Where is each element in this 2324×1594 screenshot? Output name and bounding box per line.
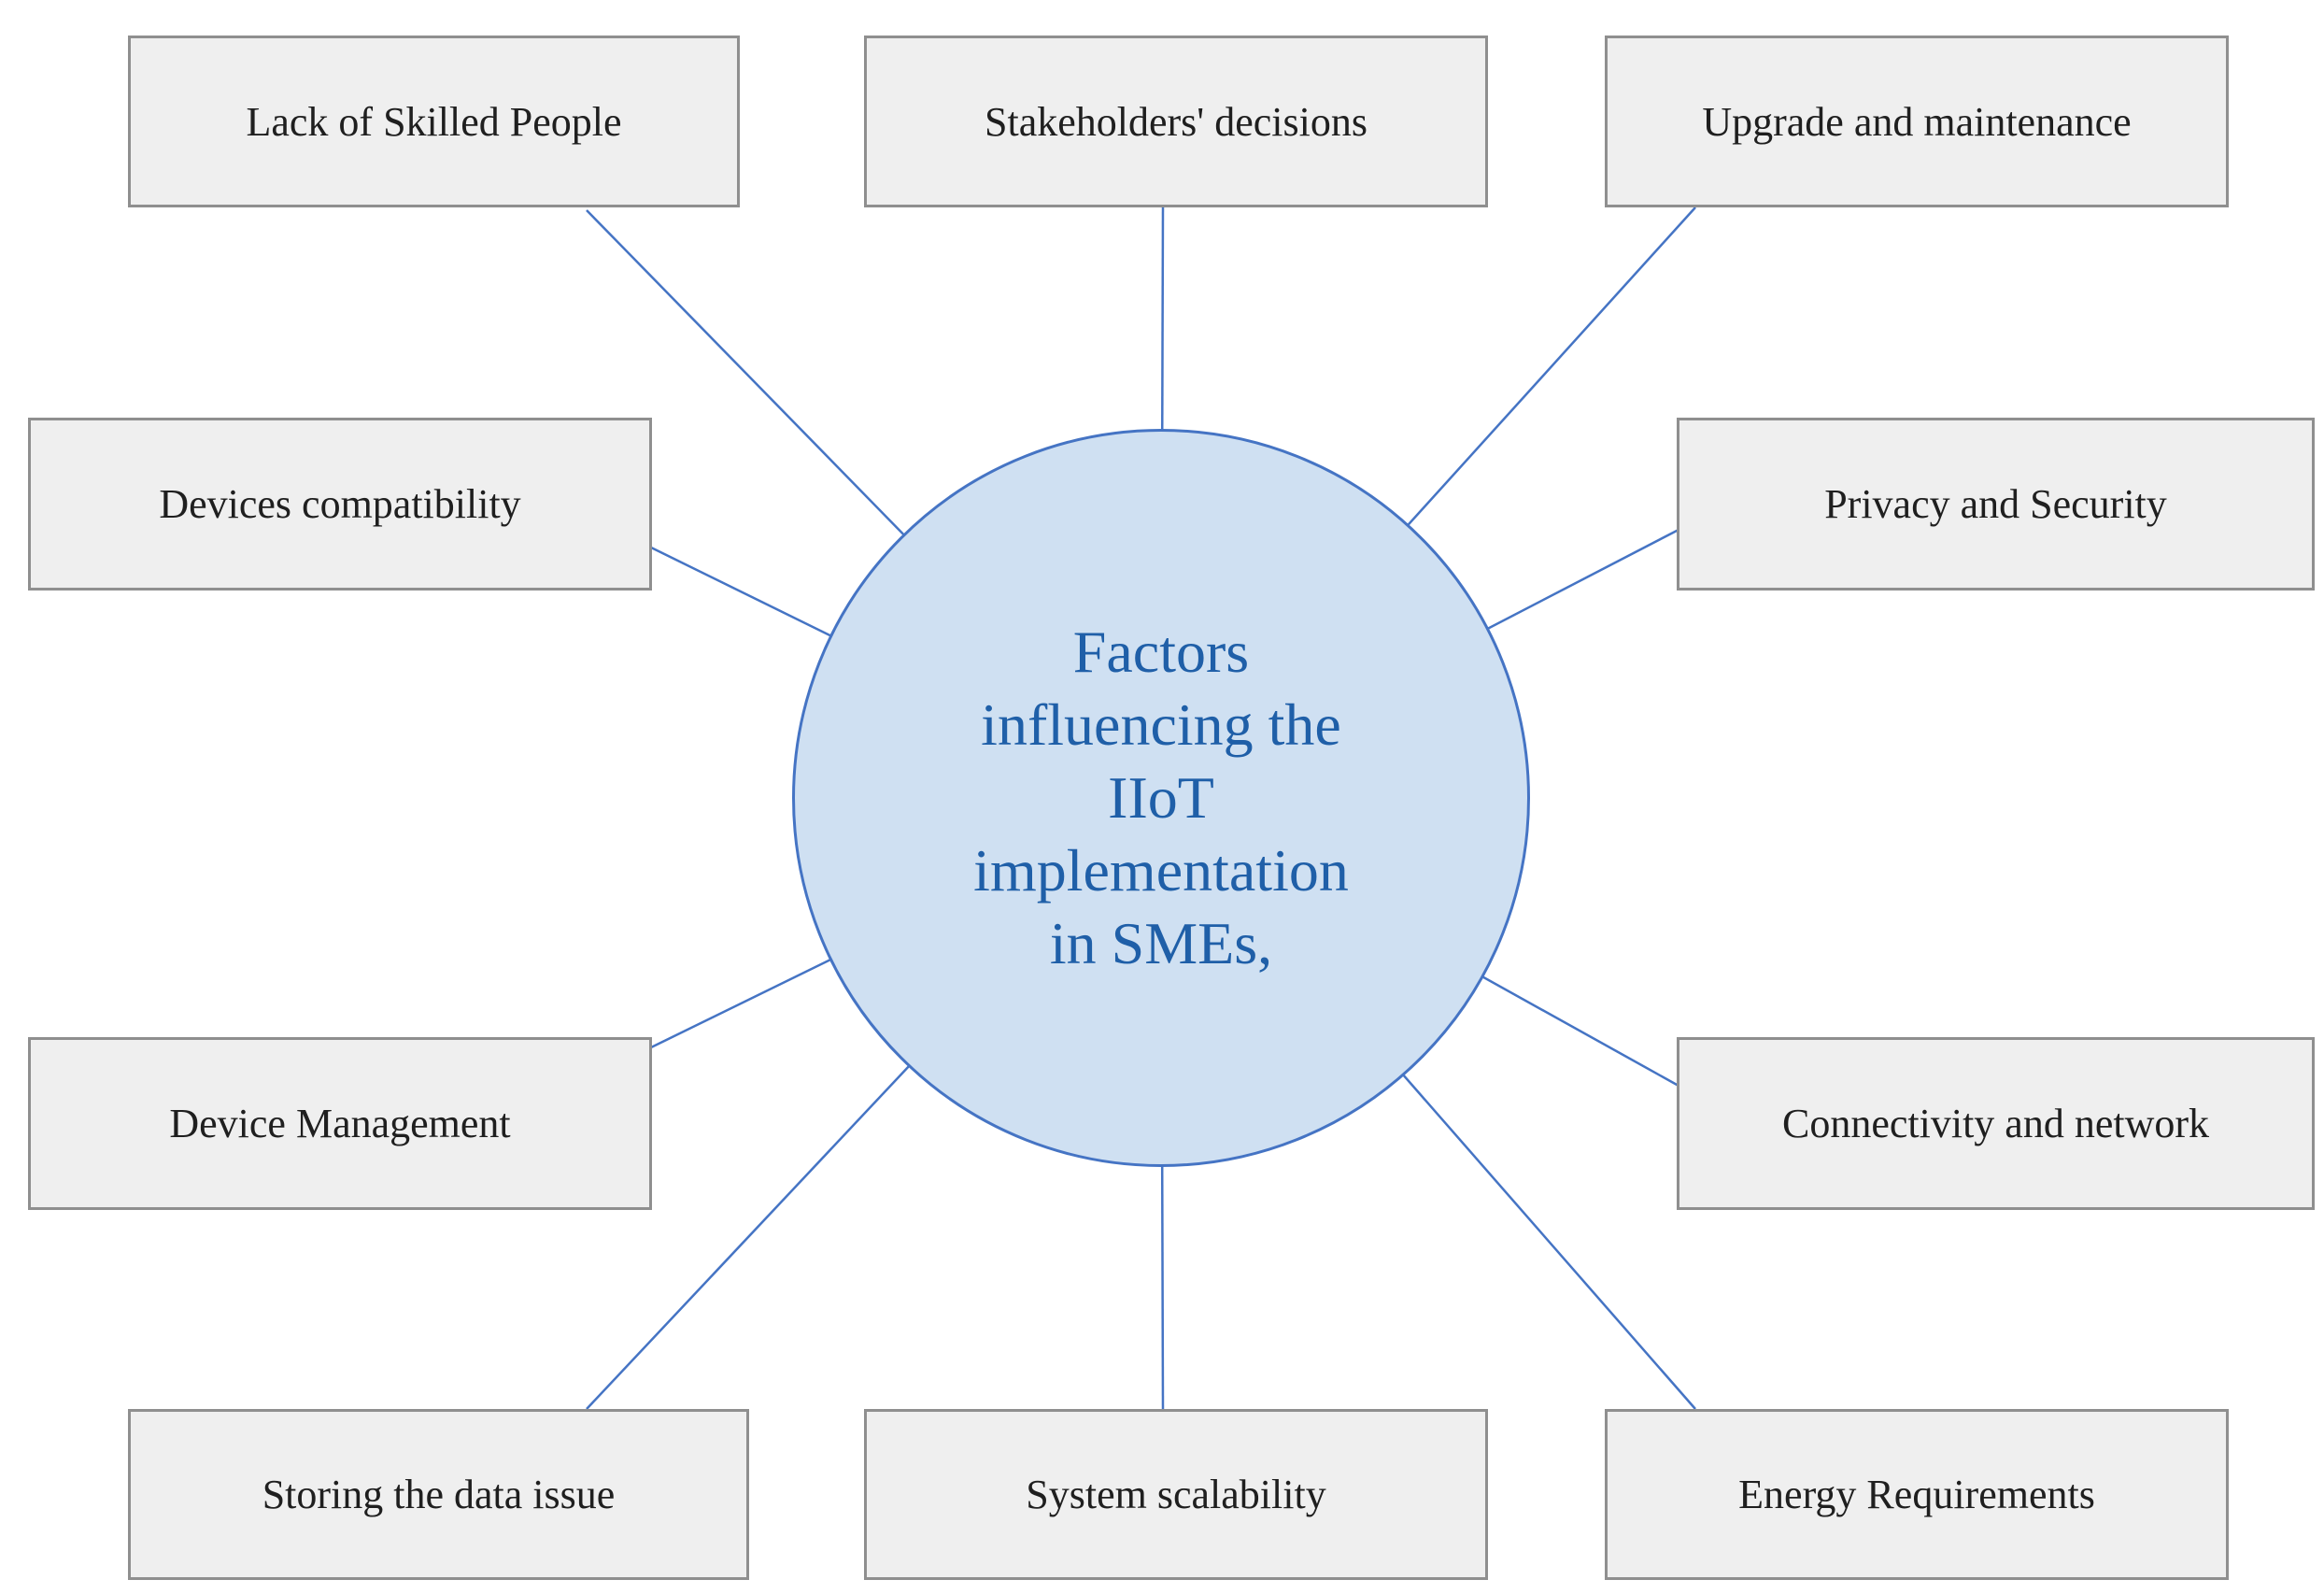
factor-label: Connectivity and network [1781,1101,2209,1146]
factor-box-lack-of-skilled-people: Lack of Skilled People [128,36,740,207]
factor-box-connectivity-and-network: Connectivity and network [1677,1037,2315,1210]
factor-label: Energy Requirements [1738,1472,2095,1517]
factor-box-devices-compatibility: Devices compatibility [28,418,652,591]
factor-label: Upgrade and maintenance [1702,98,2132,145]
central-node-text-line: influencing the [981,691,1341,758]
central-node: Factors influencing the IIoT implementat… [792,429,1530,1167]
factor-box-privacy-and-security: Privacy and Security [1677,418,2315,591]
factor-label: System scalability [1026,1472,1326,1517]
central-node-text-line: in SMEs, [1049,910,1273,976]
factor-box-stakeholders-decisions: Stakeholders' decisions [864,36,1488,207]
central-node-text-line: implementation [973,837,1349,904]
factor-label: Stakeholders' decisions [985,98,1367,145]
central-node-text-line: Factors [1072,619,1250,685]
central-node-text-line: IIoT [1108,764,1214,831]
factor-label: Devices compatibility [159,481,521,527]
factor-box-storing-the-data-issue: Storing the data issue [128,1409,749,1580]
factor-box-system-scalability: System scalability [864,1409,1488,1580]
factor-box-energy-requirements: Energy Requirements [1605,1409,2229,1580]
factor-label: Storing the data issue [262,1472,616,1517]
factor-label: Lack of Skilled People [246,98,622,145]
factor-label: Privacy and Security [1824,481,2167,527]
factor-box-upgrade-and-maintenance: Upgrade and maintenance [1605,36,2229,207]
factor-label: Device Management [169,1101,511,1146]
factor-box-device-management: Device Management [28,1037,652,1210]
